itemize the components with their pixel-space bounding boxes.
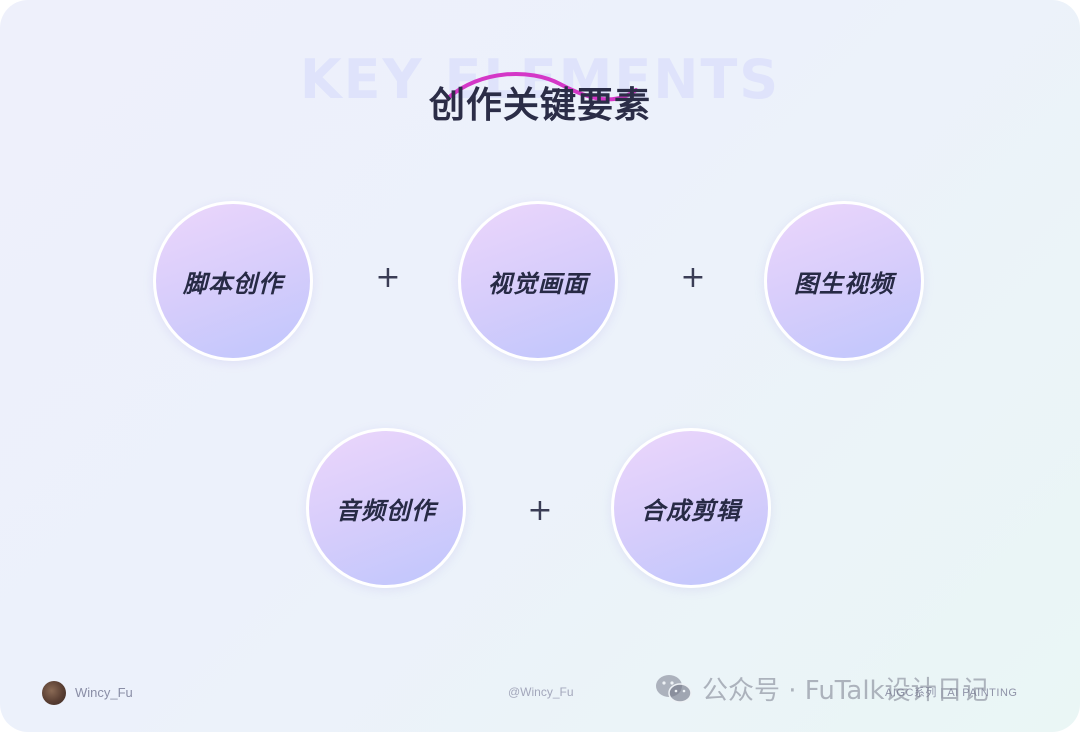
element-circle-visual: 视觉画面 [458,201,618,361]
element-label: 合成剪辑 [641,496,741,525]
page-title: 创作关键要素 [428,85,651,126]
background-word: KEY ELEMENTS [299,48,781,111]
element-circle-audio: 音频创作 [306,428,466,588]
element-label: 图生视频 [794,269,894,298]
element-label: 音频创作 [336,496,436,525]
element-circle-script: 脚本创作 [153,201,313,361]
plus-icon: + [527,493,553,528]
avatar [42,681,66,705]
plus-icon: + [680,260,706,295]
swoosh-decoration [446,71,638,102]
series-label: AIGC系列 | AI PAINTING [885,687,1018,699]
element-circle-edit: 合成剪辑 [611,428,771,588]
watermark-text: 公众号 · FuTalk设计日记 [702,676,989,706]
author-handle: @Wincy_Fu [508,685,574,699]
author-username: Wincy_Fu [75,685,133,700]
element-label: 脚本创作 [183,269,283,298]
wechat-icon [656,675,692,703]
element-circle-img2video: 图生视频 [764,201,924,361]
plus-icon: + [375,260,401,295]
element-label: 视觉画面 [488,269,588,298]
